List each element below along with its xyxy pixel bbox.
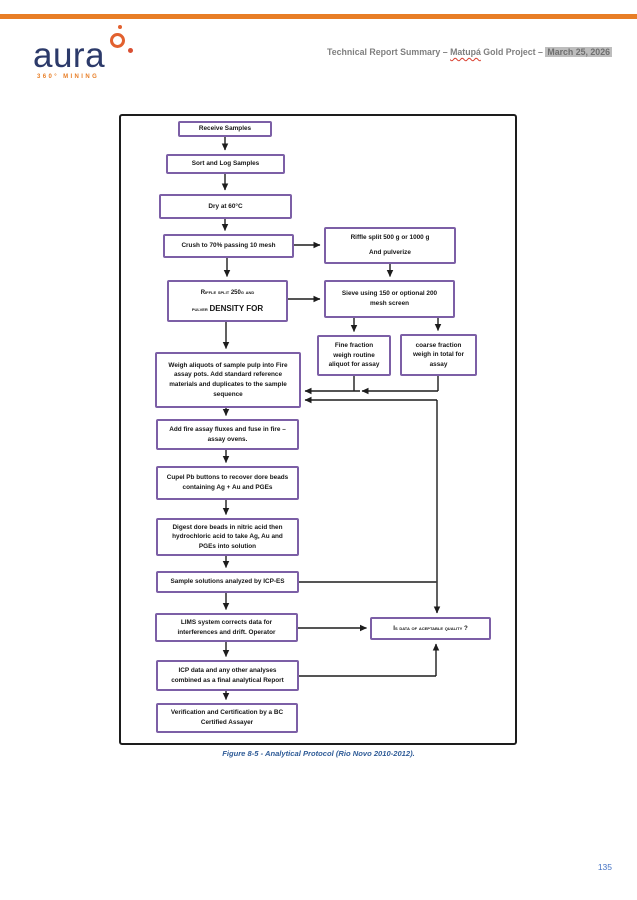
flowchart-node-riffle-split-500: Riffle split 500 g or 1000 g And pulveri…: [324, 227, 456, 264]
flowchart-node-sort-log-samples: Sort and Log Samples: [166, 154, 285, 174]
flowchart-node-quality-decision: Is data of aceptable quality ?: [370, 617, 491, 640]
aura-logo-text: aura: [33, 36, 106, 75]
header-accent-bar: [0, 14, 637, 19]
figure-caption: Figure 8-5 - Analytical Protocol (Rio No…: [222, 749, 415, 758]
riffle250-line2a: pulver: [191, 306, 210, 313]
flowchart-node-sieve: Sieve using 150 or optional 200 mesh scr…: [324, 280, 455, 318]
riffle250-line2b: DENSITY FOR: [209, 303, 264, 313]
flowchart-node-dry: Dry at 60°C: [159, 194, 292, 219]
logo-dot-top-icon: [118, 25, 122, 29]
page-number: 135: [597, 862, 612, 872]
header-title-part2: Gold Project –: [480, 47, 546, 57]
flowchart-node-riffle-split-250: Riffle split 250g and pulver DENSITY FOR: [167, 280, 288, 322]
logo-ring-icon: [110, 33, 125, 48]
logo-dot-bottom-icon: [128, 48, 133, 53]
flowchart-node-receive-samples: Receive Samples: [178, 121, 272, 137]
flowchart-node-lims: LIMS system corrects data for interferen…: [155, 613, 298, 642]
flowchart-node-icp-data-report: ICP data and any other analyses combined…: [156, 660, 299, 691]
logo-tagline: 360° MINING: [37, 74, 100, 80]
flowchart-node-digest: Digest dore beads in nitric acid then hy…: [156, 518, 299, 556]
report-header-title: Technical Report Summary – Matupá Gold P…: [327, 47, 612, 57]
flowchart-node-cupel: Cupel Pb buttons to recover dore beads c…: [156, 466, 299, 500]
riffle250-line1: Riffle split 250g and: [200, 289, 255, 296]
header-title-part1: Technical Report Summary –: [327, 47, 451, 57]
header-title-date: March 25, 2026: [545, 47, 612, 57]
flowchart-node-fine-fraction: Fine fraction weigh routine aliquot for …: [317, 335, 391, 376]
flowchart-node-crush: Crush to 70% passing 10 mesh: [163, 234, 294, 258]
flowchart-node-verification: Verification and Certification by a BC C…: [156, 703, 298, 733]
header-title-project-name: Matupá: [450, 47, 481, 57]
flowchart-node-icp-es: Sample solutions analyzed by ICP-ES: [156, 571, 299, 593]
flowchart-node-weigh-aliquots: Weigh aliquots of sample pulp into Fire …: [155, 352, 301, 408]
flowchart-node-coarse-fraction: coarse fraction weigh in total for assay: [400, 334, 477, 376]
flowchart-node-add-fluxes: Add fire assay fluxes and fuse in fire –…: [156, 419, 299, 450]
